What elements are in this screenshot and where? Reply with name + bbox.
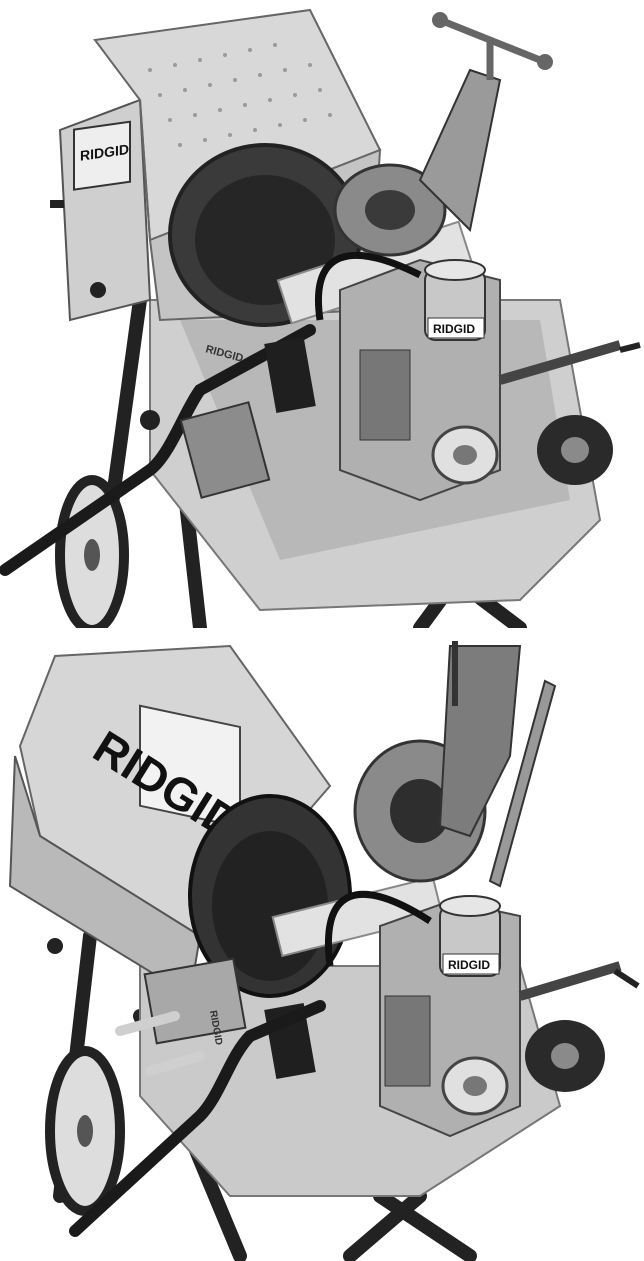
- reamer: [179, 401, 271, 499]
- pipe-cutter: [418, 12, 553, 233]
- carriage-handwheel: [498, 340, 641, 485]
- reset-knob: [90, 282, 106, 298]
- oiler-unit: RIDGID: [339, 258, 501, 502]
- oiler-brand-text: RIDGID: [448, 958, 490, 972]
- lock-knob: [140, 410, 160, 430]
- pipe-threader-illustration-top: RIDGID RIDGID: [0, 8, 641, 628]
- die-head: [333, 163, 447, 257]
- reset-knob: [47, 938, 63, 954]
- power-switch: [50, 200, 64, 208]
- wheel: [55, 475, 129, 628]
- carriage-handle: [69, 1000, 326, 1237]
- pipe-cutter: [438, 641, 557, 888]
- motor-brand-label: RIDGID: [73, 120, 131, 191]
- pipe-threader-photo-top: RIDGID RIDGID: [0, 0, 644, 628]
- wheel: [45, 1046, 125, 1216]
- oiler-unit: RIDGID: [379, 895, 521, 1138]
- pipe-threader-illustration-bottom: RIDGID RIDGID RIDGID: [8, 641, 640, 1261]
- side-handles: [115, 1011, 205, 1076]
- carriage-handwheel: [518, 961, 640, 1092]
- motor-brand-text: RIDGID: [80, 141, 129, 164]
- oil-hose: [315, 251, 422, 321]
- die-head-lever: [264, 337, 316, 413]
- oiler-brand-text: RIDGID: [433, 322, 475, 336]
- oil-hose: [325, 890, 432, 967]
- pipe-threader-photo-bottom: RIDGID RIDGID RIDGID: [0, 636, 644, 1261]
